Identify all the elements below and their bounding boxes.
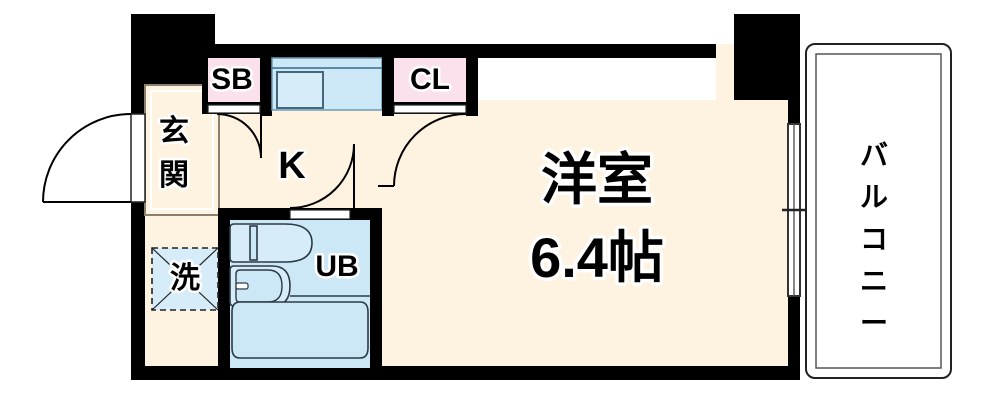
washer-label: 洗 [170,262,200,295]
genkan-label-top: 玄 [159,114,189,148]
wash-basin-faucet [235,282,249,290]
western-room-label: 洋室 [541,148,653,211]
ub-door-opening[interactable] [289,209,351,220]
ub-wall-right [370,208,382,368]
entrance-door-swing-arc [42,113,132,203]
ub-door-swing-arc [289,143,355,209]
balcony-label-char-1: ル [860,181,888,212]
unit-bath-room: UB [218,143,382,368]
kitchen-label: K [278,145,306,187]
washer-diagonal-2 [151,247,219,311]
genkan-label-bottom: 関 [159,159,189,192]
closet-door-opening[interactable] [393,104,467,114]
kitchen-wall-right [382,44,394,116]
ub-wall-left [218,208,230,368]
shoe-box-wall-left [202,58,208,102]
balcony-label-char-4: ー [860,307,888,338]
closet-door-swing-arc [393,113,467,187]
toilet [229,223,313,263]
wall-top-band [215,44,716,58]
shoe-box-fill [208,58,260,102]
balcony-label-char-3: ニ [860,265,888,296]
kitchen-unit: K [271,44,394,190]
entrance-door-opening[interactable] [130,113,146,203]
closet-fill [394,58,466,102]
closet-wall-right [466,44,478,116]
wall-right-lower [788,296,800,378]
balcony-label: バ ル コ ニ ー [857,137,890,341]
wall-left-upper-stub [131,100,145,114]
closet-label: CL [410,63,450,96]
shoe-box-label: SB [211,63,253,96]
balcony-label-char-2: コ [860,223,888,254]
balcony-area: バ ル コ ニ ー [805,43,952,379]
wall-left-lower [131,202,145,378]
western-room-area-label: 6.4帖 [530,226,664,289]
toilet-tank [249,225,258,261]
unit-bath-label: UB [315,250,358,283]
washing-machine-space: 洗 [151,247,219,311]
bathtub [231,301,369,359]
western-room-labels: 洋室 6.4帖 [527,144,668,292]
toilet-bowl [229,223,313,263]
shoe-box-unit: SB [202,44,272,159]
shoe-box-door-opening[interactable] [207,104,261,114]
balcony-label-char-0: バ [860,139,888,170]
wall-bottom [131,366,800,380]
shoe-box-wall-right [260,44,272,116]
kitchen-sink-basin [276,71,324,109]
balcony-window[interactable] [782,123,806,297]
bathtub-basin [231,301,369,359]
balcony-inner-rail [815,53,942,369]
closet-unit: CL [378,44,478,187]
wall-right-upper [788,44,800,124]
